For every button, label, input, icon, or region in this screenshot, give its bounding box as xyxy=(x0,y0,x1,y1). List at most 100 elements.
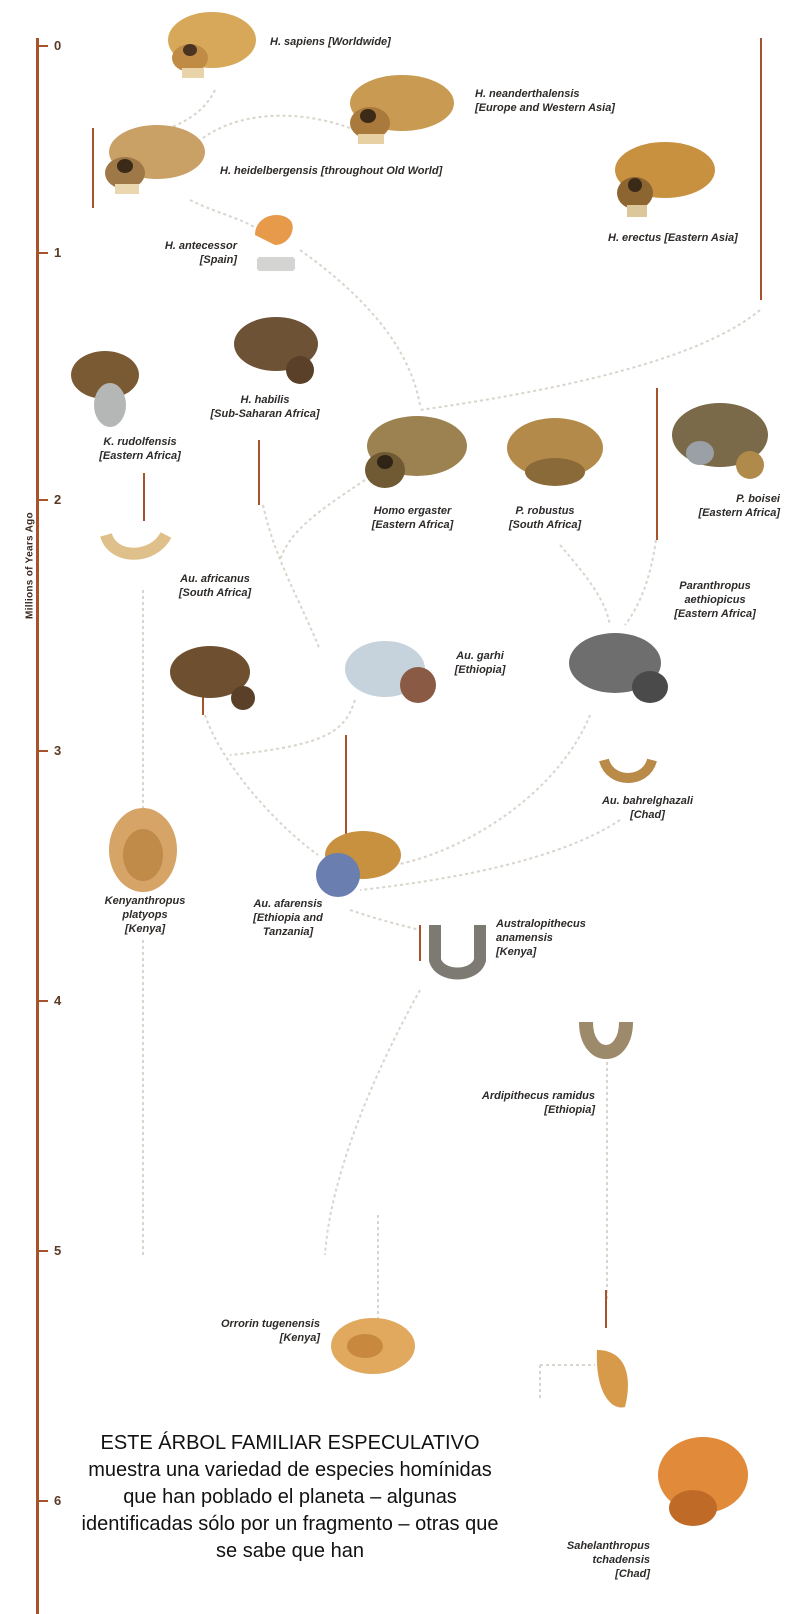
rudolfensis-jaw-image xyxy=(98,525,173,575)
species-region: [Ethiopia and Tanzania] xyxy=(228,912,348,940)
label-orrorin: Orrorin tugenensis [Kenya] xyxy=(165,1318,320,1346)
species-name: Paranthropus aethiopicus xyxy=(655,580,775,608)
species-region: [Eastern Africa] xyxy=(655,507,780,521)
bahrelghazali-jaw-image xyxy=(598,752,658,792)
label-ergaster: Homo ergaster [Eastern Africa] xyxy=(350,505,475,533)
sapiens-skull-image xyxy=(160,10,260,85)
ergaster-skull-image xyxy=(355,408,470,503)
species-name: Au. africanus xyxy=(150,573,280,587)
label-sapiens: H. sapiens [Worldwide] xyxy=(270,36,391,50)
axis-tick xyxy=(36,750,48,752)
species-name: Au. afarensis xyxy=(228,898,348,912)
heidelbergensis-skull-image xyxy=(95,118,210,200)
species-region: [Ethiopia] xyxy=(425,1104,595,1118)
species-region: [Sub-Saharan Africa] xyxy=(185,408,345,422)
range-heidelbergensis xyxy=(92,128,94,208)
range-anamensis xyxy=(419,925,421,961)
species-region: [Europe and Western Asia] xyxy=(475,102,615,116)
axis-tick-label: 0 xyxy=(54,38,61,53)
sahelanthropus-skull-image xyxy=(648,1430,753,1535)
label-antecessor: H. antecessor [Spain] xyxy=(135,240,237,268)
species-name: Sahelanthropus tchadensis xyxy=(555,1540,650,1568)
link-neanderthal-heidelbergensis xyxy=(200,116,350,140)
species-region: [South Africa] xyxy=(150,587,280,601)
erectus-skull-image xyxy=(605,135,720,225)
aethiopicus-skull-image xyxy=(565,625,675,710)
robustus-skull-image xyxy=(500,410,610,495)
axis-tick-label: 6 xyxy=(54,1493,61,1508)
species-region: [Eastern Africa] xyxy=(350,519,475,533)
species-region: [Kenya] xyxy=(95,923,195,937)
link-boisei-aethiopicus xyxy=(625,540,656,625)
africanus-skull-image xyxy=(165,640,260,715)
species-region: [throughout Old World] xyxy=(321,165,442,177)
label-heidelbergensis: H. heidelbergensis [throughout Old World… xyxy=(220,165,442,179)
species-region: [South Africa] xyxy=(490,519,600,533)
axis-tick xyxy=(36,1250,48,1252)
species-region: [Eastern Africa] xyxy=(655,608,775,622)
label-kenyanthropus: Kenyanthropus platyops [Kenya] xyxy=(95,895,195,936)
range-ramidus xyxy=(605,1290,607,1328)
species-name: H. neanderthalensis xyxy=(475,88,615,102)
species-name: Ardipithecus ramidus xyxy=(425,1090,595,1104)
species-name: H. habilis xyxy=(185,394,345,408)
link-aethiopicus-afarensis xyxy=(395,715,590,865)
label-boisei: P. boisei [Eastern Africa] xyxy=(655,493,780,521)
label-africanus: Au. africanus [South Africa] xyxy=(150,573,280,601)
axis-tick xyxy=(36,252,48,254)
kenyanthropus-skull-image xyxy=(105,805,180,895)
rudolfensis-skull-image xyxy=(65,345,150,435)
label-bahrelghazali: Au. bahrelghazali [Chad] xyxy=(585,795,710,823)
species-region: [Kenya] xyxy=(165,1332,320,1346)
axis-tick xyxy=(36,45,48,47)
anamensis-jaw-image xyxy=(425,920,490,982)
species-region: [Worldwide] xyxy=(328,36,391,48)
axis-tick-label: 1 xyxy=(54,245,61,260)
boisei-skull-image xyxy=(665,395,775,490)
species-name: P. robustus xyxy=(490,505,600,519)
axis-tick-label: 2 xyxy=(54,492,61,507)
species-name: Homo ergaster xyxy=(350,505,475,519)
label-neanderthalensis: H. neanderthalensis [Europe and Western … xyxy=(475,88,615,116)
label-garhi: Au. garhi [Ethiopia] xyxy=(425,650,535,678)
species-name: H. erectus xyxy=(608,232,661,244)
axis-tick-label: 3 xyxy=(54,743,61,758)
habilis-skull-image xyxy=(228,312,323,392)
label-aethiopicus: Paranthropus aethiopicus [Eastern Africa… xyxy=(655,580,775,621)
range-erectus xyxy=(760,38,762,300)
figure-caption: ESTE ÁRBOL FAMILIAR ESPECULATIVO muestra… xyxy=(70,1430,510,1565)
neanderthal-skull-image xyxy=(340,68,460,150)
ramidus-fossil-image xyxy=(585,1345,640,1415)
axis-title: Millions of Years Ago xyxy=(25,486,36,646)
axis-tick xyxy=(36,1500,48,1502)
label-sahelanthropus: Sahelanthropus tchadensis [Chad] xyxy=(555,1540,650,1581)
species-region: [Ethiopia] xyxy=(425,664,535,678)
link-africanus-afarensis xyxy=(205,715,318,855)
label-anamensis: Australopithecus anamensis [Kenya] xyxy=(496,918,616,959)
axis-tick xyxy=(36,499,48,501)
time-axis xyxy=(36,38,39,1614)
label-erectus: H. erectus [Eastern Asia] xyxy=(608,232,738,246)
species-region: [Eastern Asia] xyxy=(664,232,738,244)
antecessor-skull-image xyxy=(245,205,305,285)
link-anamensis-orrorin xyxy=(325,990,420,1255)
species-region: [Chad] xyxy=(585,809,710,823)
ramidus-jaw-image xyxy=(578,1012,633,1074)
species-name: K. rudolfensis xyxy=(65,436,215,450)
link-robustus-aethiopicus xyxy=(560,545,610,625)
species-name: H. heidelbergensis xyxy=(220,165,318,177)
species-name: H. sapiens xyxy=(270,36,325,48)
label-rudolfensis: K. rudolfensis [Eastern Africa] xyxy=(65,436,215,464)
species-region: [Chad] xyxy=(555,1568,650,1582)
axis-tick xyxy=(36,1000,48,1002)
species-region: [Spain] xyxy=(135,254,237,268)
species-name: P. boisei xyxy=(655,493,780,507)
species-name: H. antecessor xyxy=(135,240,237,254)
orrorin-fossil-image xyxy=(325,1310,420,1380)
species-name: Au. bahrelghazali xyxy=(585,795,710,809)
label-afarensis: Au. afarensis [Ethiopia and Tanzania] xyxy=(228,898,348,939)
label-habilis: H. habilis [Sub-Saharan Africa] xyxy=(185,394,345,422)
label-ramidus: Ardipithecus ramidus [Ethiopia] xyxy=(425,1090,595,1118)
range-rudolfensis xyxy=(143,473,145,521)
